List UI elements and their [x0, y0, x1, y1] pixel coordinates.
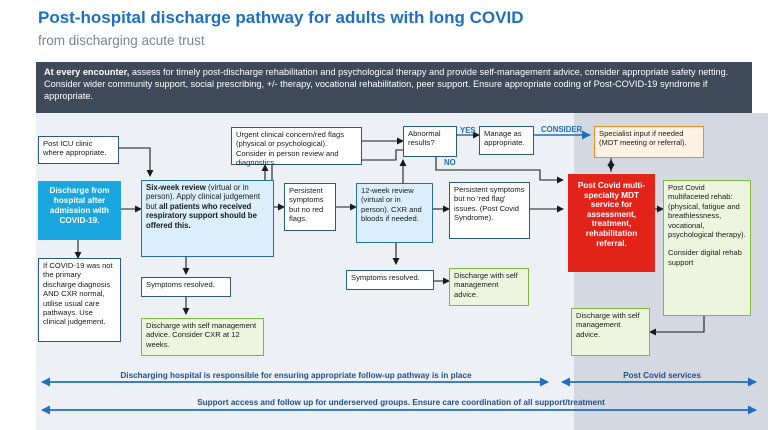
six-week-review-box: Six-week review (virtual or in person). … — [141, 180, 274, 257]
discharge-consider-cxr-box: Discharge with self management advice. C… — [141, 318, 264, 356]
page-subtitle: from discharging acute trust — [38, 33, 205, 48]
discharge-self-management-box: Discharge with self management advice. — [449, 268, 529, 306]
banner-text: assess for timely post-discharge rehabil… — [44, 67, 729, 101]
persistent-symptoms-no-red-flags-box: Persistent symptoms but no red flags. — [284, 183, 336, 231]
post-covid-services-band: Post Covid services — [623, 371, 701, 380]
persistent-symptoms-pcs-box: Persistent symptoms but no 'red flag' is… — [449, 182, 530, 239]
specialist-input-box: Specialist input if needed (MDT meeting … — [594, 126, 704, 158]
consider-label: CONSIDER — [541, 125, 583, 134]
symptoms-resolved-box-1: Symptoms resolved. — [141, 277, 231, 297]
post-icu-clinic-box: Post ICU clinic where appropriate. — [38, 136, 119, 164]
rehab-description: Post Covid multifaceted rehab: (physical… — [668, 183, 746, 240]
discharge-final-box: Discharge with self management advice. — [571, 308, 650, 356]
manage-as-appropriate-box: Manage as appropriate. — [479, 126, 534, 155]
symptoms-resolved-box-2: Symptoms resolved. — [346, 270, 434, 290]
six-week-review-emphasis: all patients who received respiratory su… — [146, 201, 257, 230]
no-label: NO — [444, 158, 456, 167]
post-covid-rehab-box: Post Covid multifaceted rehab: (physical… — [663, 180, 751, 316]
six-week-review-text: (virtual or in person). Apply clinical j… — [146, 183, 260, 211]
page-title: Post-hospital discharge pathway for adul… — [38, 8, 524, 27]
urgent-red-flags-box: Urgent clinical concern/red flags (physi… — [231, 127, 362, 167]
post-covid-mdt-box: Post Covid multi-specialty MDT service f… — [568, 174, 655, 272]
rehab-digital: Consider digital rehab support — [668, 248, 742, 267]
not-primary-diagnosis-box: If COVID-19 was not the primary discharg… — [38, 258, 121, 342]
abnormal-results-box: Abnormal results? — [403, 126, 457, 157]
yes-label: YES — [460, 126, 476, 135]
every-encounter-banner: At every encounter, assess for timely po… — [36, 62, 752, 113]
six-week-review-title: Six-week review — [146, 183, 206, 192]
hospital-responsibility-band: Discharging hospital is responsible for … — [120, 371, 472, 380]
support-access-band: Support access and follow up for underse… — [197, 398, 605, 407]
discharge-from-hospital-box: Discharge from hospital after admission … — [38, 181, 121, 240]
twelve-week-review-box: 12-week review (virtual or in person). C… — [356, 183, 433, 243]
banner-lead: At every encounter, — [44, 67, 130, 77]
